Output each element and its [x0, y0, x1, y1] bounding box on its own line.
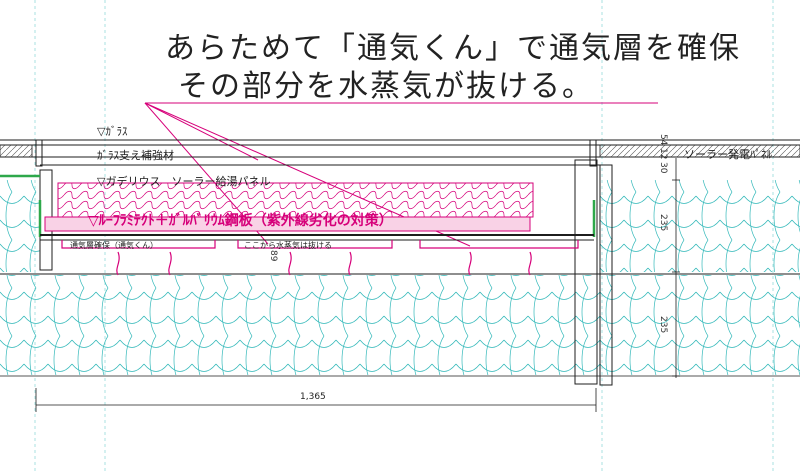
- dimension-small-c: 54: [658, 134, 668, 146]
- label-roofing: ▽ﾙｰﾌﾗﾐﾃｸﾄ＋ｶﾞﾙﾊﾞﾘｳﾑ鋼板（紫外線劣化の対策）: [88, 213, 393, 229]
- label-solar-panel: ソーラー発電ﾊﾟﾈﾙ: [684, 148, 772, 161]
- headline-line1: あらためて「通気くん」で通気層を確保: [165, 31, 741, 66]
- solar-water-panel: [57, 182, 534, 218]
- dimension-small-a: 30: [658, 162, 668, 174]
- bracket-right: [589, 139, 597, 167]
- green-frame: [0, 174, 596, 237]
- dimension-width: 1,365: [300, 392, 326, 402]
- label-gaderious-panel: ▽ガデリウス ソーラー給湯パネル: [97, 175, 271, 188]
- insulation-upper-right: [600, 180, 800, 272]
- label-vapor-exit: ここから水蒸気は抜ける: [244, 241, 332, 250]
- insulation-lower: [0, 275, 800, 375]
- dimension-height-upper: 235: [658, 214, 668, 232]
- headline-line2: その部分を水蒸気が抜ける。: [178, 69, 594, 104]
- label-vent-layer: 通気層確保（通気くん）: [70, 241, 158, 250]
- height-dimension: [672, 158, 680, 378]
- end-block-left: [0, 144, 33, 158]
- width-dimension: [35, 388, 597, 412]
- end-block-right: [599, 144, 800, 158]
- dimension-small-b: 12: [658, 148, 668, 160]
- dimension-center: 89: [268, 250, 278, 262]
- bracket-left: [35, 139, 43, 167]
- insulation-upper-left: [0, 180, 40, 272]
- vent-spacers: [61, 240, 579, 249]
- roofing-panel: [44, 216, 531, 232]
- label-glass: ▽ｶﾞﾗｽ: [97, 125, 128, 138]
- dimension-height-lower: 235: [658, 316, 668, 334]
- label-glass-support: ｶﾞﾗｽ支え補強材: [97, 149, 174, 162]
- vapor-arrows: [116, 251, 532, 276]
